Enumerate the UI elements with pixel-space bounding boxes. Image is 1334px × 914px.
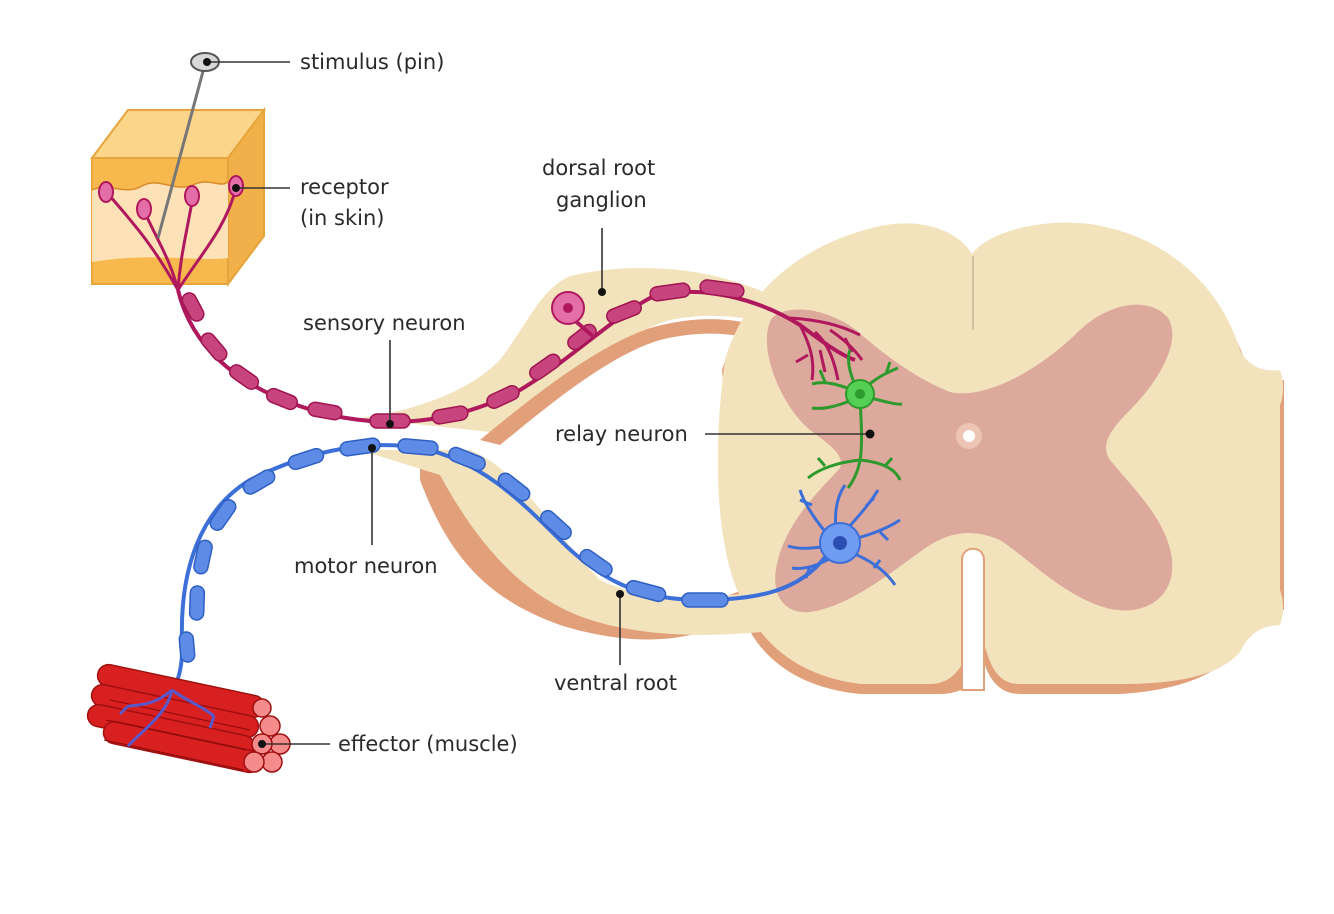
relay-cell-nucleus bbox=[855, 389, 865, 399]
receptor-branch-2 bbox=[144, 214, 180, 291]
label-dorsal-line2: ganglion bbox=[556, 188, 647, 212]
receptor-branch-1 bbox=[108, 195, 180, 291]
receptor-pointer-dot bbox=[232, 184, 240, 192]
receptor-branch-4 bbox=[176, 187, 238, 291]
pin-shaft bbox=[156, 63, 207, 239]
sensory-pointer-dot bbox=[386, 420, 394, 428]
ventral-median-fissure bbox=[961, 547, 985, 691]
receptor-branch-3 bbox=[176, 201, 194, 291]
label-relay-neuron: relay neuron bbox=[555, 422, 688, 446]
skin-surface-wave bbox=[91, 181, 229, 191]
relay-neuron bbox=[807, 349, 903, 489]
ventral-root-body bbox=[360, 450, 780, 635]
label-stimulus: stimulus (pin) bbox=[300, 50, 444, 74]
label-dorsal-line1: dorsal root bbox=[542, 156, 655, 180]
relay-pointer-dot bbox=[865, 429, 875, 439]
label-motor-neuron: motor neuron bbox=[294, 554, 438, 578]
sensory-myelin-segments bbox=[181, 279, 745, 429]
central-canal-lumen bbox=[963, 430, 975, 442]
muscle-effector bbox=[86, 663, 291, 774]
skin-block bbox=[90, 107, 266, 287]
sensory-terminal-branches bbox=[789, 316, 864, 381]
motor-end-plates bbox=[118, 688, 216, 748]
ventral-pointer-dot bbox=[616, 590, 624, 598]
sensory-cell-nucleus bbox=[563, 303, 573, 313]
muscle-fibres bbox=[86, 663, 266, 774]
receptor-ending-3 bbox=[184, 185, 200, 207]
motor-pointer-dot bbox=[368, 444, 376, 452]
label-sensory-neuron: sensory neuron bbox=[303, 311, 466, 335]
spinal-cord bbox=[360, 222, 1284, 694]
sensory-neuron bbox=[176, 279, 864, 429]
label-receptor-line2: (in skin) bbox=[300, 206, 384, 230]
effector-pointer-dot bbox=[258, 740, 266, 748]
stimulus-pointer-dot bbox=[203, 58, 211, 66]
receptor-ending-1 bbox=[98, 181, 114, 203]
receptor-ending-2 bbox=[136, 198, 152, 220]
label-ventral-root: ventral root bbox=[554, 671, 677, 695]
ganglion-pointer-dot bbox=[598, 288, 606, 296]
leader-dots bbox=[203, 58, 875, 748]
leader-lines bbox=[210, 61, 870, 745]
receptor-endings bbox=[98, 175, 244, 291]
motor-neuron bbox=[170, 437, 901, 692]
label-receptor-line1: receptor bbox=[300, 175, 389, 199]
motor-cell-nucleus bbox=[833, 536, 847, 550]
label-effector: effector (muscle) bbox=[338, 732, 518, 756]
